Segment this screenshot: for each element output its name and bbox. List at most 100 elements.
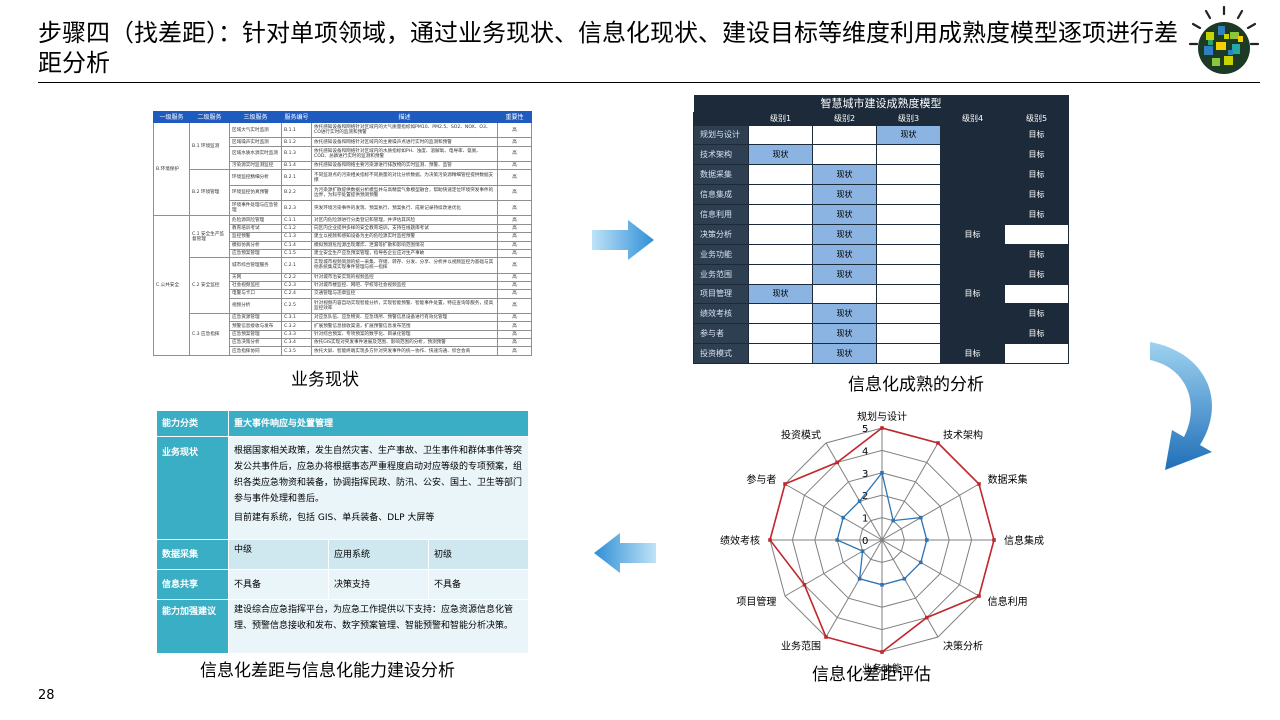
radar-category-label: 绩效考核 — [720, 534, 760, 547]
maturity-status-cell: 现状 — [812, 184, 877, 205]
maturity-cell — [876, 243, 941, 265]
radar-point — [880, 471, 884, 475]
business-cell-imp: 高 — [497, 248, 532, 259]
radar-point — [880, 650, 884, 654]
business-table-header: 一级服务二级服务三级服务服务编号描述重要性 — [153, 111, 532, 123]
maturity-row: 项目管理现状目标 — [693, 283, 1070, 305]
maturity-level-label: 级别2 — [812, 111, 877, 126]
radar-tick-label: 5 — [862, 424, 868, 435]
radar-point — [918, 515, 923, 520]
radar-category-label: 技术架构 — [943, 428, 983, 441]
gap-cell: 不具备 — [228, 569, 329, 600]
business-cell-imp: 高 — [497, 346, 532, 356]
radar-category-label: 业务功能 — [862, 662, 902, 675]
left-arrow-icon — [594, 533, 656, 573]
gap-value: 根据国家相关政策，发生自然灾害、生产事故、卫生事件和群体事件等突发公共事件后，应… — [228, 436, 529, 540]
radar-category-label: 业务范围 — [781, 640, 821, 653]
maturity-cell — [748, 243, 813, 265]
radar-point — [880, 583, 884, 587]
gap-row-data-collection: 数据采集 中级 应用系统 初级 — [156, 539, 529, 570]
radar-spoke — [881, 483, 980, 541]
business-cell-imp: 高 — [497, 289, 532, 299]
radar-point — [841, 515, 846, 520]
maturity-row: 数据采集现状目标 — [693, 164, 1070, 186]
maturity-status-cell: 现状 — [812, 343, 877, 364]
gap-label: 能力分类 — [156, 410, 229, 437]
radar-point — [768, 538, 772, 542]
business-cell-l2: C.3 应急指挥 — [189, 313, 230, 356]
business-cell-l2: B.2 环境管理 — [189, 169, 230, 217]
maturity-status-cell: 现状 — [812, 303, 877, 325]
maturity-matrix-title: 智慧城市建设成熟度模型 — [693, 95, 1069, 112]
slide-title: 步骤四（找差距）：针对单项领域，通过业务现状、信息化现状、建设目标等维度利用成熟… — [38, 19, 1178, 77]
radar-tick-label: 1 — [862, 514, 868, 525]
maturity-cell — [748, 303, 813, 325]
business-cell-imp: 高 — [497, 161, 532, 171]
radar-spoke — [784, 483, 883, 541]
maturity-dimension-label: 数据采集 — [693, 164, 749, 186]
radar-point — [918, 560, 923, 565]
maturity-cell — [812, 124, 877, 146]
radar-spoke — [825, 442, 883, 541]
maturity-level-label: 级别4 — [940, 111, 1005, 126]
radar-point — [860, 549, 865, 553]
maturity-dimension-label: 业务范围 — [693, 263, 749, 285]
maturity-status-cell: 现状 — [812, 243, 877, 265]
radar-point — [977, 482, 981, 486]
maturity-status-cell: 现状 — [748, 144, 813, 166]
gap-label: 数据采集 — [156, 539, 229, 570]
radar-category-label: 参与者 — [746, 473, 776, 486]
radar-category-label: 规划与设计 — [857, 410, 907, 423]
gap-label: 能力加强建议 — [156, 599, 229, 654]
maturity-target-cell: 目标 — [1003, 144, 1070, 166]
radar-point — [835, 460, 839, 465]
radar-category-label: 信息利用 — [988, 595, 1028, 608]
maturity-cell — [940, 263, 1005, 285]
maturity-corner-cell — [693, 111, 749, 126]
maturity-cell — [940, 204, 1005, 225]
radar-point — [802, 583, 807, 587]
radar-point — [824, 635, 828, 639]
radar-series — [768, 426, 996, 654]
maturity-target-cell: 目标 — [1003, 204, 1070, 225]
maturity-cell — [748, 164, 813, 186]
maturity-target-cell: 目标 — [1003, 184, 1070, 205]
radar-point — [936, 441, 940, 445]
gap-cell: 决策支持 — [328, 569, 429, 600]
radar-spoke — [881, 442, 939, 541]
maturity-row: 信息利用现状目标 — [693, 204, 1070, 225]
maturity-row: 参与者现状目标 — [693, 323, 1070, 345]
curved-down-arrow-icon — [1150, 342, 1212, 470]
radar-category-label: 投资模式 — [781, 428, 821, 441]
maturity-cell — [876, 164, 941, 186]
maturity-cell — [876, 283, 941, 305]
maturity-row: 投资模式现状目标 — [693, 343, 1070, 364]
gap-cell: 应用系统 — [328, 539, 429, 570]
caption-radar: 信息化差距评估 — [812, 665, 931, 685]
gap-row-suggestion: 能力加强建议 建设综合应急指挥平台，为应急工作提供以下支持：应急资源信息化管理、… — [156, 599, 529, 654]
maturity-cell — [940, 144, 1005, 166]
radar-point — [835, 538, 839, 542]
radar-tick-label: 2 — [862, 491, 868, 502]
maturity-cell — [940, 303, 1005, 325]
radar-tick-label: 4 — [862, 446, 868, 457]
business-cell-l1: B.环境保护 — [153, 121, 190, 217]
radar-point — [977, 594, 981, 598]
gap-row-info-sharing: 信息共享 不具备 决策支持 不具备 — [156, 569, 529, 600]
gap-value: 重大事件响应与处置管理 — [228, 410, 529, 437]
maturity-cell — [748, 184, 813, 205]
ibm-smarter-planet-logo — [1188, 5, 1260, 74]
business-cell-imp: 高 — [497, 137, 532, 147]
radar-point — [857, 499, 862, 504]
